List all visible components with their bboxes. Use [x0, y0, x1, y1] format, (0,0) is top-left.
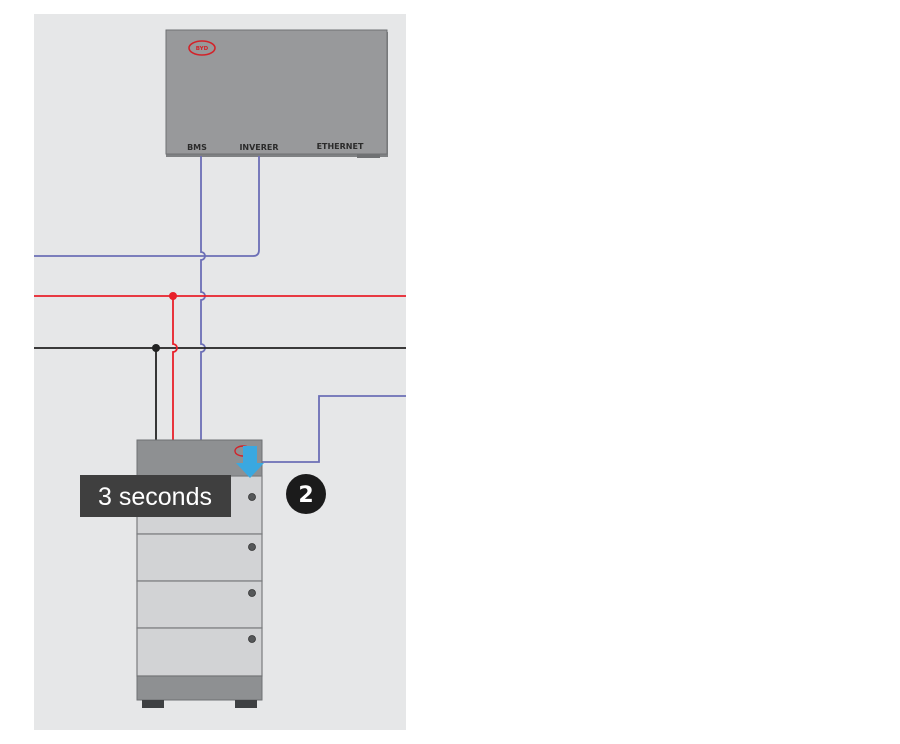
gateway-logo-text: BYD	[196, 46, 209, 52]
module-1-indicator	[248, 493, 256, 501]
step-number: 2	[298, 483, 313, 508]
negative-junction-dot	[152, 344, 160, 352]
step-badge-circle	[286, 474, 326, 514]
gateway-box-body	[165, 29, 388, 155]
ethernet-port-tab	[357, 154, 380, 158]
port-label-inverter: INVERER	[239, 143, 278, 152]
battery-module-4	[136, 627, 263, 677]
battery-module-2	[136, 533, 263, 582]
step-badge: 2	[286, 474, 326, 514]
hold-duration-label: 3 seconds	[98, 483, 212, 511]
module-2-indicator	[248, 543, 256, 551]
positive-drop-line	[172, 296, 178, 440]
hold-duration-callout: 3 seconds	[80, 475, 231, 517]
press-arrow-icon	[236, 446, 264, 478]
port-label-ethernet: ETHERNET	[317, 142, 364, 151]
inverter-comm-line	[34, 156, 260, 257]
module-3-indicator	[248, 589, 256, 597]
bms-comm-line	[200, 156, 206, 440]
hold-duration-box	[80, 475, 231, 517]
port-label-bms: BMS	[187, 143, 207, 152]
gateway-box: BYD BMS INVERER ETHERNET	[165, 29, 388, 158]
battery-module-3	[136, 580, 263, 629]
battery-foot-left	[142, 700, 164, 708]
gateway-logo-icon	[188, 40, 216, 56]
module-4-indicator	[248, 635, 256, 643]
battery-base	[136, 675, 263, 701]
external-comm-line	[262, 395, 406, 463]
battery-foot-right	[235, 700, 257, 708]
positive-junction-dot	[169, 292, 177, 300]
